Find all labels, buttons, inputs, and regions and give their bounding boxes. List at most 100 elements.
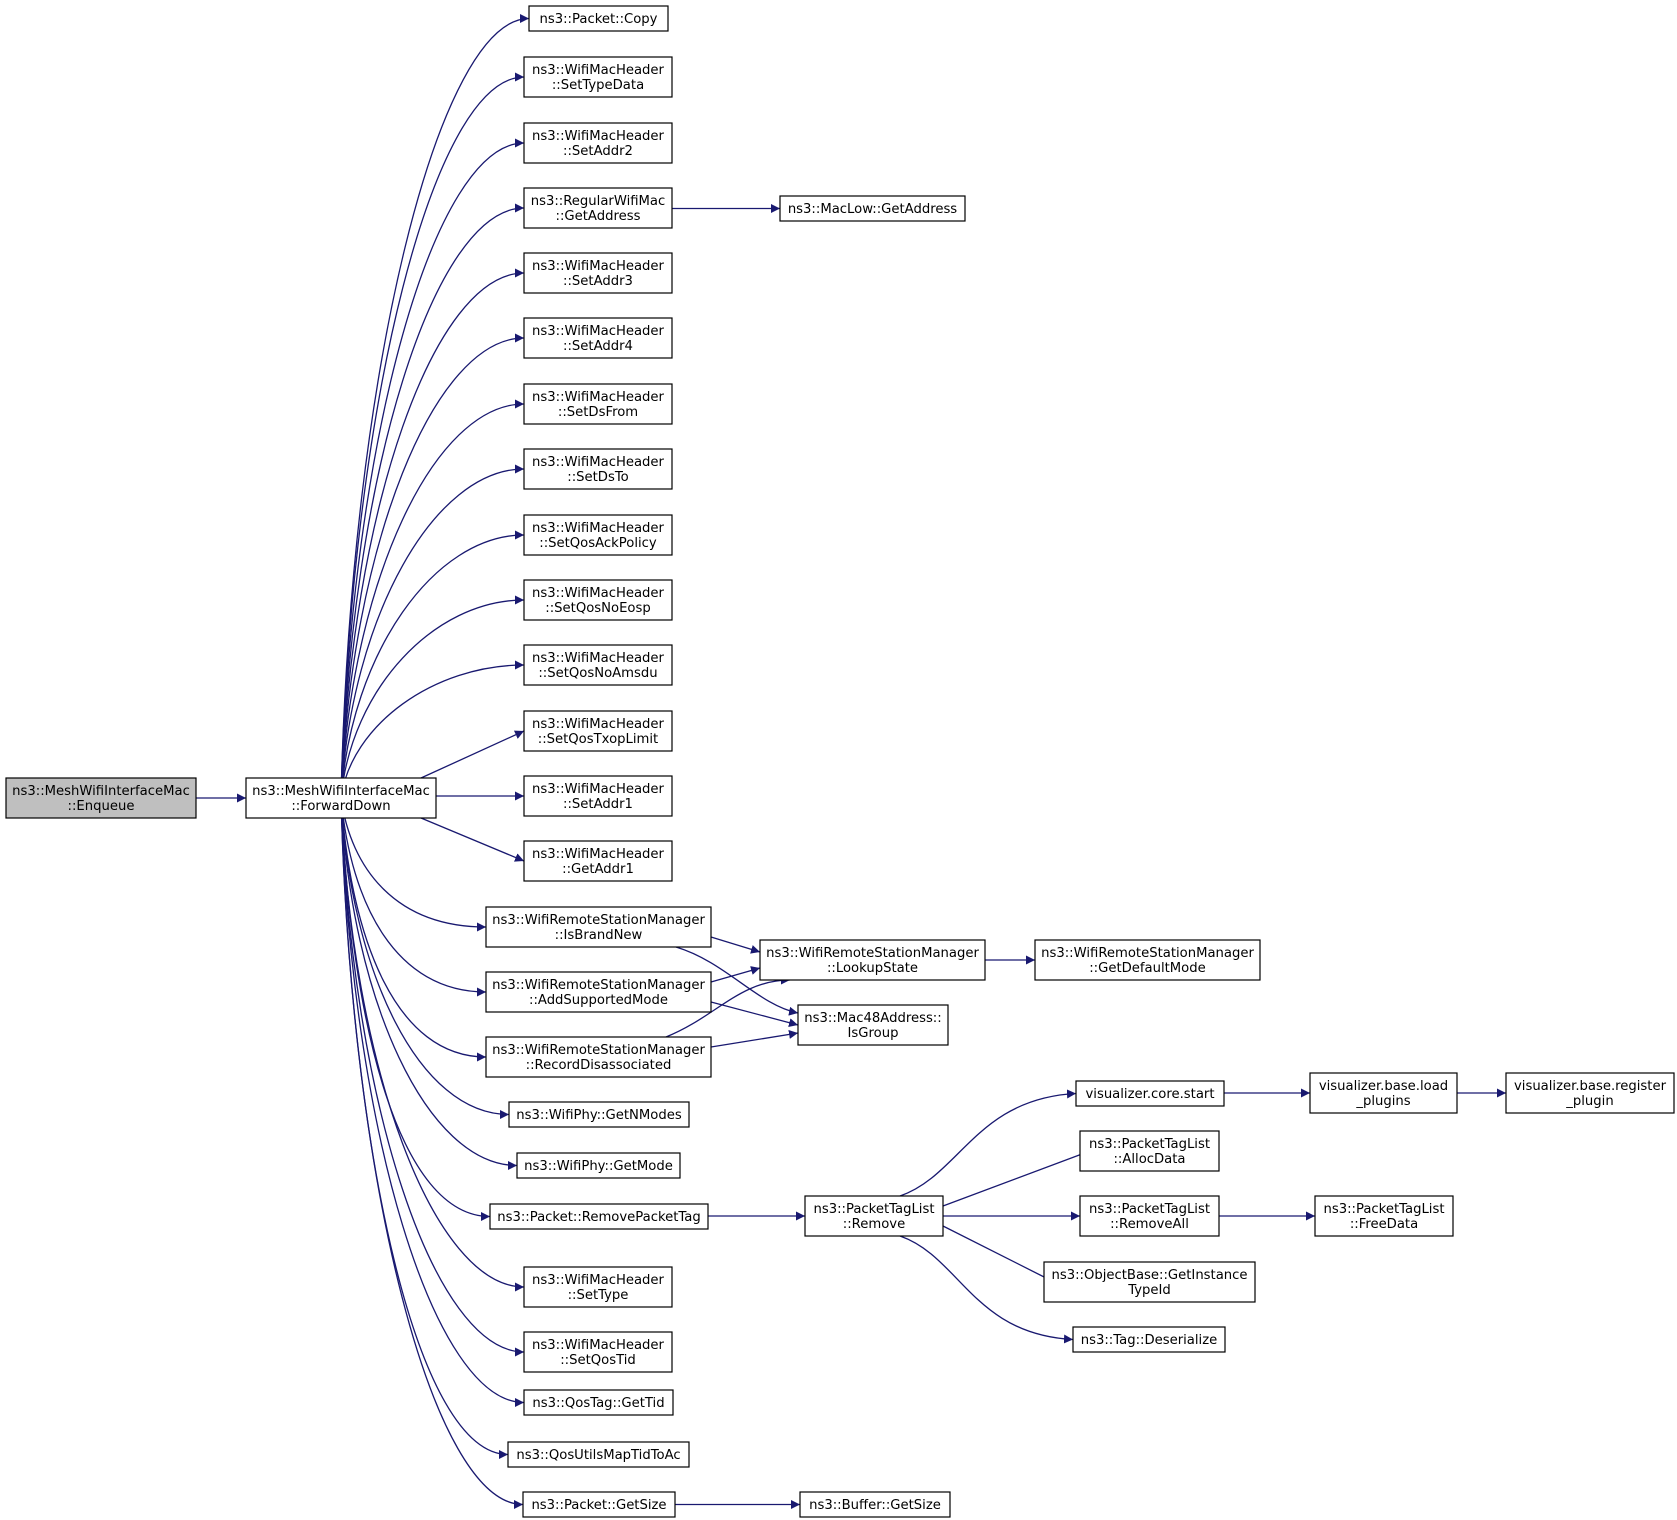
node-setaddr2[interactable]: ns3::WifiMacHeader::SetAddr2 bbox=[523, 122, 673, 164]
node-qostag_gettid[interactable]: ns3::QosTag::GetTid bbox=[523, 1389, 674, 1416]
node-setqostxoplimit[interactable]: ns3::WifiMacHeader::SetQosTxopLimit bbox=[523, 710, 673, 752]
node-qosutilsmaptidtoac[interactable]: ns3::QosUtilsMapTidToAc bbox=[507, 1441, 690, 1468]
node-label-viz_load_plugins-line1: _plugins bbox=[1355, 1094, 1410, 1109]
node-box-tag_deserialize bbox=[1072, 1326, 1226, 1353]
node-getaddr1[interactable]: ns3::WifiMacHeader::GetAddr1 bbox=[523, 840, 673, 882]
node-label-ptl_removeall-line1: ::RemoveAll bbox=[1110, 1217, 1189, 1232]
node-box-ptl_removeall bbox=[1079, 1195, 1220, 1237]
node-label-lookupstate-line0: ns3::WifiRemoteStationManager bbox=[766, 946, 979, 961]
node-getdefaultmode[interactable]: ns3::WifiRemoteStationManager::GetDefaul… bbox=[1034, 939, 1261, 981]
node-ptl_removeall[interactable]: ns3::PacketTagList::RemoveAll bbox=[1079, 1195, 1220, 1237]
node-label-ptl_allocdata-line0: ns3::PacketTagList bbox=[1089, 1137, 1210, 1152]
node-isgroup[interactable]: ns3::Mac48Address::IsGroup bbox=[797, 1004, 949, 1046]
edge-forwarddown-to-qostag_gettid bbox=[340, 797, 525, 1407]
edge-forwarddown-to-rwm_getaddress bbox=[340, 203, 525, 799]
node-viz_register_plugin[interactable]: visualizer.base.register_plugin bbox=[1505, 1072, 1675, 1114]
node-box-packet_getsize bbox=[522, 1491, 676, 1518]
node-setdsto[interactable]: ns3::WifiMacHeader::SetDsTo bbox=[523, 448, 673, 490]
node-label-buffer_getsize-line0: ns3::Buffer::GetSize bbox=[809, 1498, 941, 1513]
node-label-setaddr2-line1: ::SetAddr2 bbox=[563, 144, 633, 159]
node-box-packet_copy bbox=[528, 5, 669, 32]
node-setaddr1[interactable]: ns3::WifiMacHeader::SetAddr1 bbox=[523, 775, 673, 817]
node-label-qostag_gettid-line0: ns3::QosTag::GetTid bbox=[532, 1396, 664, 1411]
node-label-setaddr3-line1: ::SetAddr3 bbox=[563, 274, 633, 289]
node-box-setaddr4 bbox=[523, 317, 673, 359]
node-packet_getsize[interactable]: ns3::Packet::GetSize bbox=[522, 1491, 676, 1518]
node-label-rwm_getaddress-line1: ::GetAddress bbox=[556, 209, 641, 224]
node-label-ptl_remove-line1: ::Remove bbox=[843, 1217, 905, 1232]
node-label-settypedata-line1: ::SetTypeData bbox=[552, 78, 644, 93]
node-enqueue[interactable]: ns3::MeshWifiInterfaceMac::Enqueue bbox=[5, 777, 197, 819]
node-box-enqueue bbox=[5, 777, 197, 819]
node-box-ptl_allocdata bbox=[1079, 1130, 1220, 1172]
node-label-getmode-line0: ns3::WifiPhy::GetMode bbox=[524, 1159, 673, 1174]
node-lookupstate[interactable]: ns3::WifiRemoteStationManager::LookupSta… bbox=[759, 939, 986, 981]
edges-layer bbox=[196, 14, 1506, 1509]
node-tag_deserialize[interactable]: ns3::Tag::Deserialize bbox=[1072, 1326, 1226, 1353]
node-setdsfrom[interactable]: ns3::WifiMacHeader::SetDsFrom bbox=[523, 383, 673, 425]
node-setaddr3[interactable]: ns3::WifiMacHeader::SetAddr3 bbox=[523, 252, 673, 294]
node-buffer_getsize[interactable]: ns3::Buffer::GetSize bbox=[799, 1491, 951, 1518]
edge-forwarddown-to-settypedata bbox=[340, 72, 525, 799]
node-box-viz_load_plugins bbox=[1309, 1072, 1458, 1114]
edge-forwarddown-to-getaddr1 bbox=[420, 817, 525, 862]
node-label-setqosnoeosp-line1: ::SetQosNoEosp bbox=[545, 601, 650, 616]
node-label-getinstancetypeid-line1: TypeId bbox=[1127, 1283, 1171, 1298]
node-setqosnoeosp[interactable]: ns3::WifiMacHeader::SetQosNoEosp bbox=[523, 579, 673, 621]
node-label-isbrandnew-line0: ns3::WifiRemoteStationManager bbox=[492, 913, 705, 928]
node-box-setqosnoeosp bbox=[523, 579, 673, 621]
node-getmode[interactable]: ns3::WifiPhy::GetMode bbox=[516, 1152, 681, 1179]
node-setqostid[interactable]: ns3::WifiMacHeader::SetQosTid bbox=[523, 1331, 673, 1373]
node-isbrandnew[interactable]: ns3::WifiRemoteStationManager::IsBrandNe… bbox=[485, 906, 712, 948]
node-recorddisassociated[interactable]: ns3::WifiRemoteStationManager::RecordDis… bbox=[485, 1036, 712, 1078]
node-label-ptl_removeall-line0: ns3::PacketTagList bbox=[1089, 1202, 1210, 1217]
node-viz_load_plugins[interactable]: visualizer.base.load_plugins bbox=[1309, 1072, 1458, 1114]
node-box-setqosnoamsdu bbox=[523, 644, 673, 686]
node-box-isgroup bbox=[797, 1004, 949, 1046]
node-addsupportedmode[interactable]: ns3::WifiRemoteStationManager::AddSuppor… bbox=[485, 971, 712, 1013]
node-ptl_allocdata[interactable]: ns3::PacketTagList::AllocData bbox=[1079, 1130, 1220, 1172]
node-label-isgroup-line1: IsGroup bbox=[848, 1026, 899, 1041]
node-label-forwarddown-line0: ns3::MeshWifiInterfaceMac bbox=[252, 784, 430, 799]
node-label-viz_register_plugin-line0: visualizer.base.register bbox=[1514, 1079, 1667, 1094]
node-label-getdefaultmode-line1: ::GetDefaultMode bbox=[1089, 961, 1206, 976]
node-label-setqostxoplimit-line0: ns3::WifiMacHeader bbox=[532, 717, 665, 732]
node-viz_core_start[interactable]: visualizer.core.start bbox=[1075, 1080, 1225, 1107]
edge-forwarddown-to-settype bbox=[340, 797, 525, 1292]
edge-forwarddown-to-setaddr4 bbox=[340, 333, 525, 799]
node-box-buffer_getsize bbox=[799, 1491, 951, 1518]
node-label-setqosackpolicy-line0: ns3::WifiMacHeader bbox=[532, 521, 665, 536]
node-maclow_getaddress[interactable]: ns3::MacLow::GetAddress bbox=[779, 195, 966, 222]
node-setaddr4[interactable]: ns3::WifiMacHeader::SetAddr4 bbox=[523, 317, 673, 359]
node-ptl_freedata[interactable]: ns3::PacketTagList::FreeData bbox=[1314, 1195, 1454, 1237]
edge-ptl_remove-to-viz_core_start bbox=[899, 1089, 1077, 1197]
node-packet_copy[interactable]: ns3::Packet::Copy bbox=[528, 5, 669, 32]
node-label-setaddr2-line0: ns3::WifiMacHeader bbox=[532, 129, 665, 144]
node-ptl_remove[interactable]: ns3::PacketTagList::Remove bbox=[804, 1195, 944, 1237]
node-label-getinstancetypeid-line0: ns3::ObjectBase::GetInstance bbox=[1051, 1268, 1247, 1283]
node-settype[interactable]: ns3::WifiMacHeader::SetType bbox=[523, 1266, 673, 1308]
node-setqosackpolicy[interactable]: ns3::WifiMacHeader::SetQosAckPolicy bbox=[523, 514, 673, 556]
node-setqosnoamsdu[interactable]: ns3::WifiMacHeader::SetQosNoAmsdu bbox=[523, 644, 673, 686]
node-label-setaddr1-line0: ns3::WifiMacHeader bbox=[532, 782, 665, 797]
node-label-settype-line0: ns3::WifiMacHeader bbox=[532, 1273, 665, 1288]
node-settypedata[interactable]: ns3::WifiMacHeader::SetTypeData bbox=[523, 56, 673, 98]
edge-forwarddown-to-setqostxoplimit bbox=[420, 730, 525, 779]
node-label-addsupportedmode-line1: ::AddSupportedMode bbox=[529, 993, 668, 1008]
node-label-getdefaultmode-line0: ns3::WifiRemoteStationManager bbox=[1041, 946, 1254, 961]
node-getnmodes[interactable]: ns3::WifiPhy::GetNModes bbox=[508, 1101, 690, 1128]
edge-forwarddown-to-recorddisassociated bbox=[340, 797, 487, 1062]
edge-ptl_remove-to-tag_deserialize bbox=[899, 1235, 1074, 1344]
edge-forwarddown-to-isbrandnew bbox=[340, 797, 487, 932]
node-label-ptl_remove-line0: ns3::PacketTagList bbox=[813, 1202, 934, 1217]
node-label-setqostxoplimit-line1: ::SetQosTxopLimit bbox=[538, 732, 658, 747]
node-rwm_getaddress[interactable]: ns3::RegularWifiMac::GetAddress bbox=[523, 187, 673, 229]
node-removepackettag[interactable]: ns3::Packet::RemovePacketTag bbox=[489, 1203, 709, 1230]
node-box-lookupstate bbox=[759, 939, 986, 981]
nodes-layer: ns3::MeshWifiInterfaceMac::Enqueuens3::M… bbox=[5, 5, 1675, 1518]
node-box-setqosackpolicy bbox=[523, 514, 673, 556]
node-box-maclow_getaddress bbox=[779, 195, 966, 222]
node-forwarddown[interactable]: ns3::MeshWifiInterfaceMac::ForwardDown bbox=[245, 777, 437, 819]
